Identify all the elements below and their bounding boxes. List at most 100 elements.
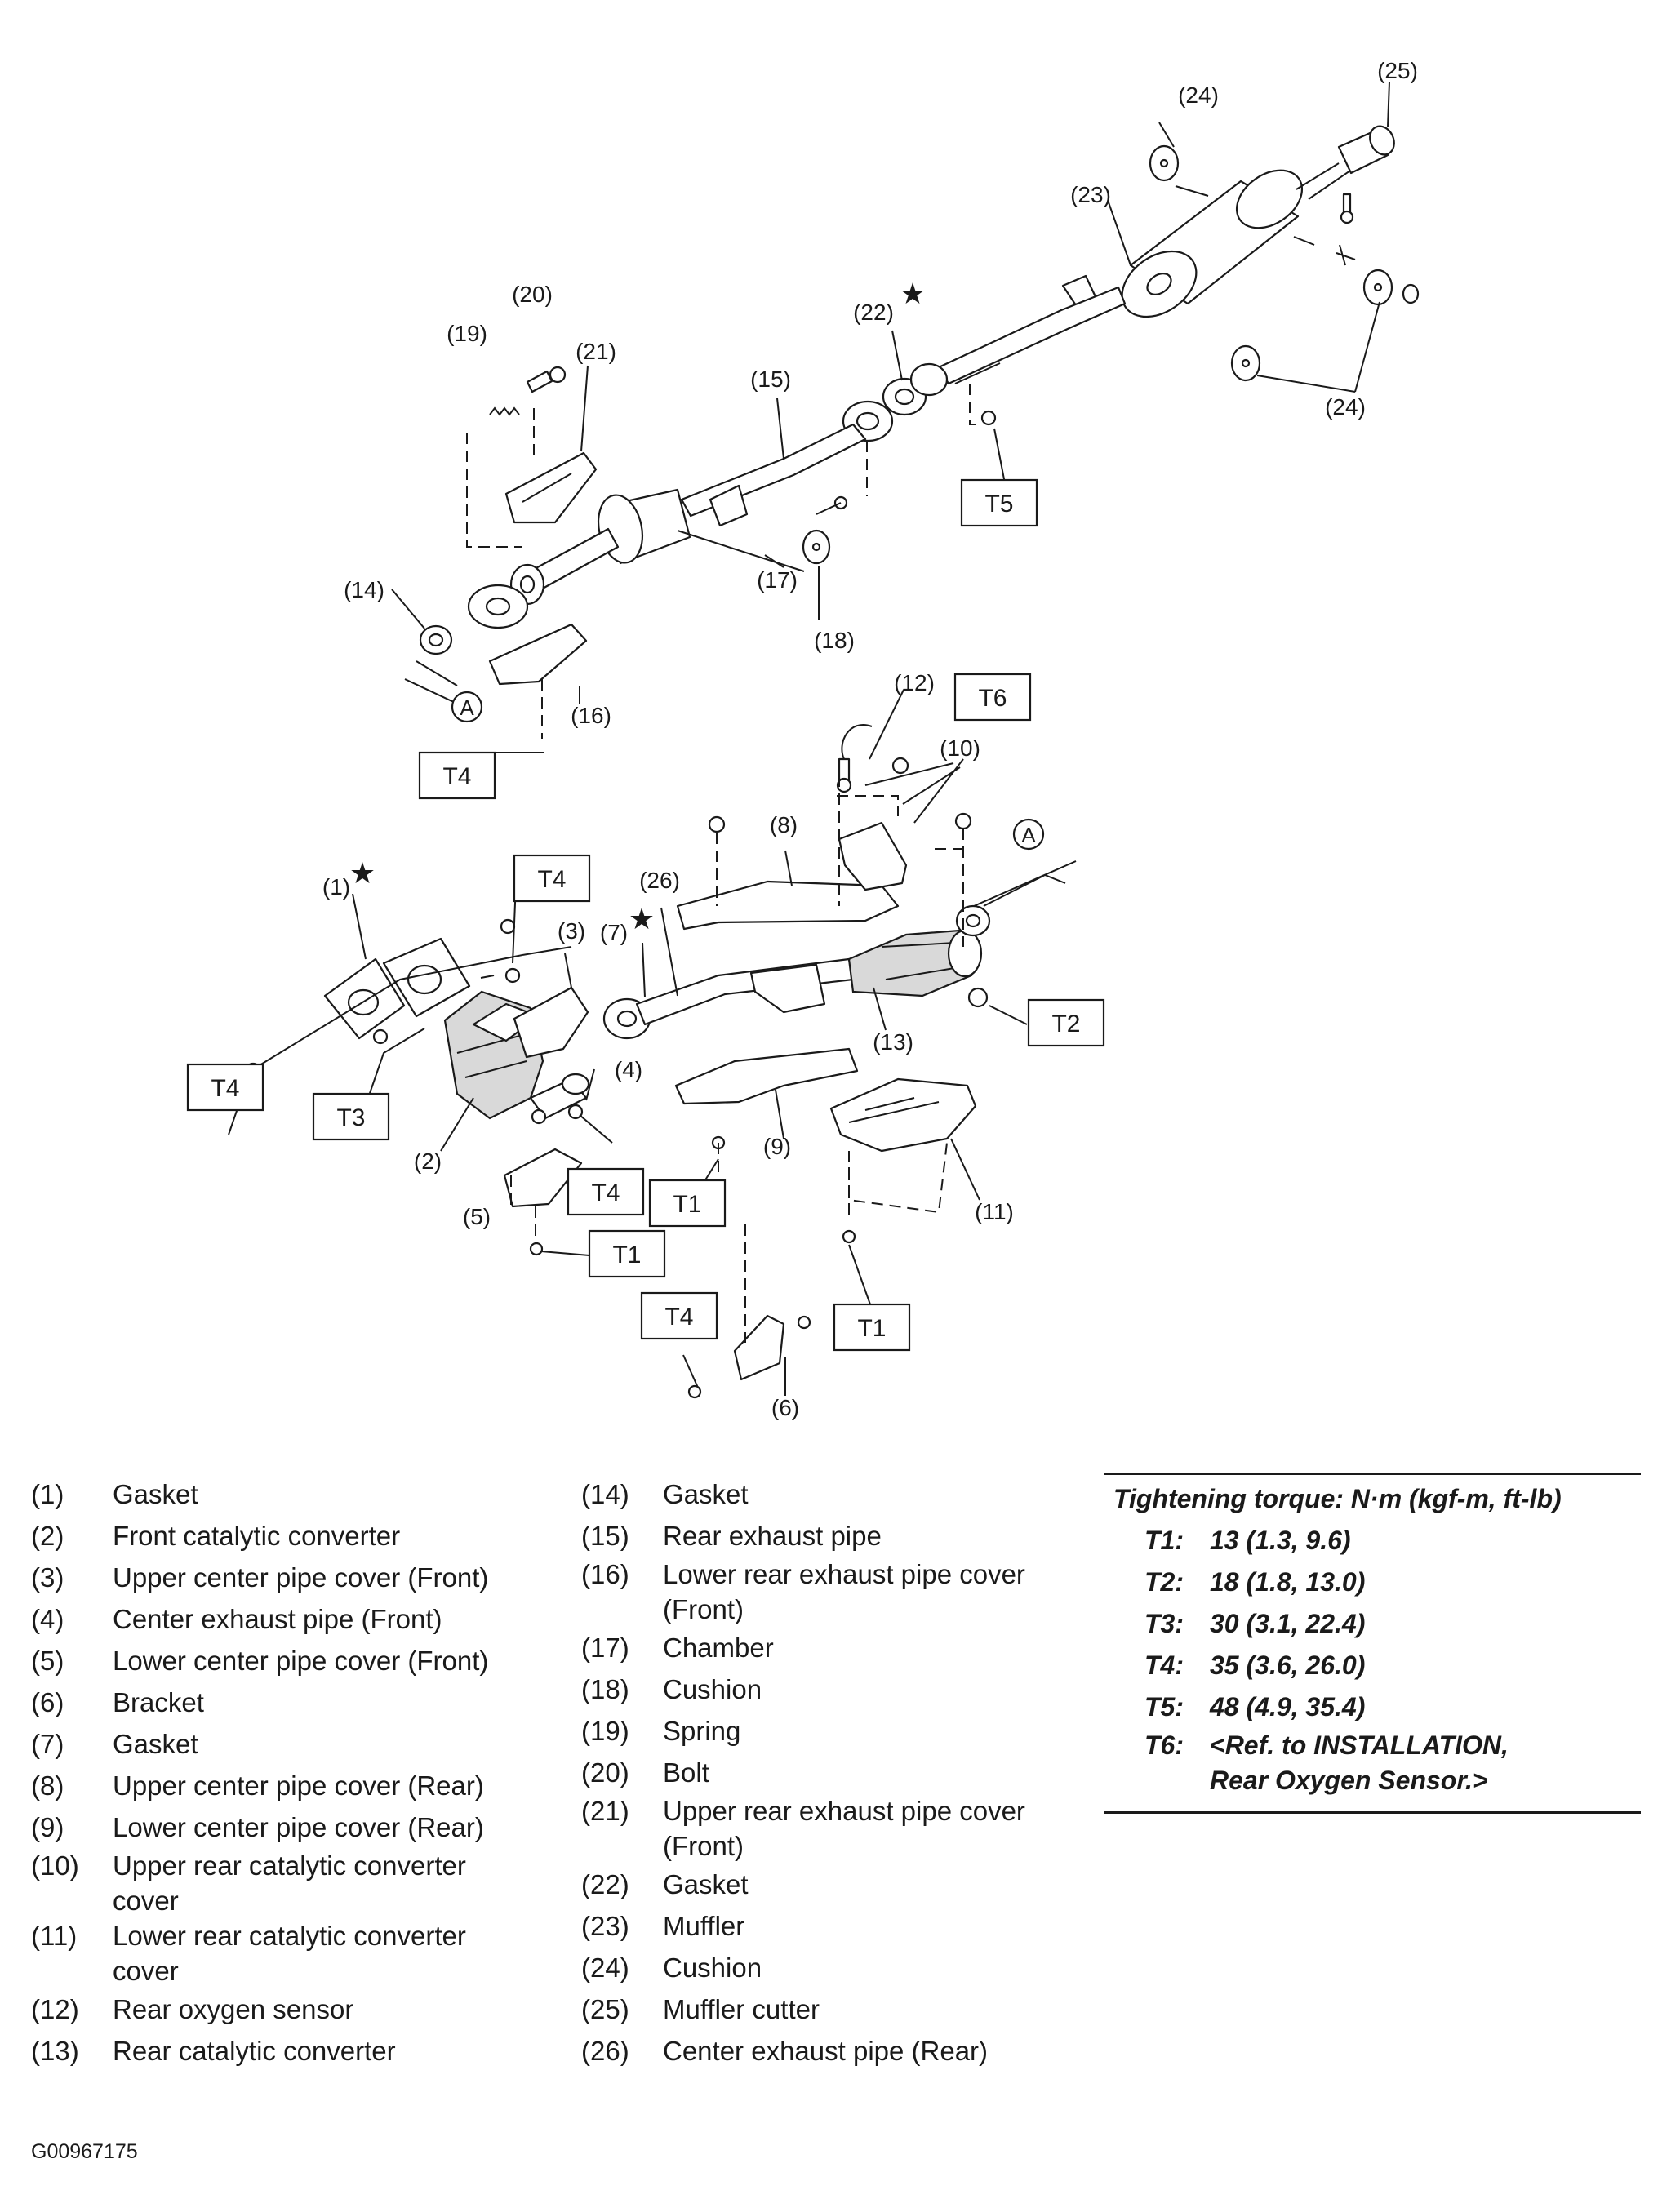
legend-number: (3): [31, 1562, 64, 1593]
torque-box-t4-left: T4: [211, 1075, 239, 1102]
callout-17: (17): [757, 567, 798, 593]
legend-text: Front catalytic converter: [113, 1521, 401, 1551]
legend-number: (7): [31, 1729, 64, 1759]
callout-6: (6): [771, 1395, 799, 1420]
legend-text: Bolt: [663, 1757, 709, 1788]
legend-number: (4): [31, 1604, 64, 1634]
callout-19: (19): [447, 321, 487, 346]
callout-16: (16): [571, 703, 611, 728]
callout-12: (12): [894, 670, 935, 695]
callout-7: (7): [600, 920, 628, 945]
callout-2: (2): [414, 1148, 442, 1174]
legend-row: (18)Cushion: [581, 1668, 1087, 1710]
legend-text: Upper rear catalytic converter cover: [113, 1850, 466, 1916]
star-1: ★: [349, 856, 376, 890]
legend-number: (11): [31, 1921, 78, 1951]
legend-text: Upper center pipe cover (Front): [113, 1562, 489, 1593]
callout-26: (26): [639, 868, 680, 893]
torque-box-t4-low: T4: [664, 1304, 693, 1331]
lower-leader-lines: [228, 689, 1077, 1396]
legend-number: (6): [31, 1687, 64, 1717]
callout-24-top: (24): [1178, 82, 1219, 108]
tightening-torque-panel: Tightening torque: N·m (kgf-m, ft-lb) T1…: [1104, 1473, 1641, 1814]
torque-box-t3: T3: [336, 1104, 365, 1131]
chamber-shape: [598, 484, 805, 572]
legend-text: Rear exhaust pipe: [663, 1521, 882, 1551]
torque-row: T5:48 (4.9, 35.4): [1104, 1686, 1641, 1728]
callout-24-right: (24): [1325, 394, 1366, 420]
legend-text: Spring: [663, 1716, 741, 1746]
legend-row: (19) Spring: [581, 1710, 1087, 1752]
torque-boxes: T5 T4 T6 T4 T2 T4 T3 T4 T1 T1 T4 T1: [186, 478, 1105, 1352]
legend-text: Cushion: [663, 1674, 762, 1704]
rear-catalytic-converter-shape: [847, 904, 991, 997]
callout-labels: (25) (24) (23) (22) ★ (24) (20) (19) (21…: [322, 58, 1418, 1420]
legend-text: Lower center pipe cover (Front): [113, 1646, 489, 1676]
callout-25: (25): [1377, 58, 1418, 83]
rear-exhaust-assembly: [419, 125, 1420, 686]
torque-row: T4:35 (3.6, 26.0): [1104, 1645, 1641, 1686]
legend-row: (21) Upper rear exhaust pipe cover (Front…: [581, 1793, 1087, 1864]
torque-box-t4-top: T4: [442, 763, 471, 790]
legend-text: Gasket: [113, 1479, 198, 1509]
torque-box-t1-mid: T1: [673, 1191, 701, 1218]
legend-number: (10): [31, 1850, 79, 1881]
callout-9: (9): [763, 1134, 791, 1159]
legend-row: (4)Center exhaust pipe (Front): [31, 1598, 537, 1640]
torque-key: T5:: [1144, 1692, 1184, 1721]
torque-value: 30 (3.1, 22.4): [1210, 1609, 1366, 1638]
torque-header: Tightening torque: N·m (kgf-m, ft-lb): [1113, 1484, 1562, 1513]
torque-box-t1-low: T1: [612, 1242, 641, 1268]
callout-18: (18): [814, 628, 855, 653]
torque-row: T1:13 (1.3, 9.6): [1104, 1520, 1641, 1562]
legend-text: Upper center pipe cover (Rear): [113, 1770, 484, 1801]
legend-text: Lower rear catalytic converter cover: [113, 1921, 466, 1986]
legend-text: Gasket: [113, 1729, 198, 1759]
legend-text: Cushion: [663, 1952, 762, 1983]
callout-10: (10): [940, 735, 980, 761]
legend-number: (23): [581, 1911, 629, 1941]
legend-number: (21): [581, 1796, 629, 1826]
callout-22: (22): [853, 300, 894, 325]
legend-row: (12)Rear oxygen sensor: [31, 1988, 537, 2030]
torque-reference-line-1: <Ref. to INSTALLATION,: [1210, 1730, 1509, 1760]
legend-number: (1): [31, 1479, 64, 1509]
exhaust-system-exploded-diagram: (25) (24) (23) (22) ★ (24) (20) (19) (21…: [186, 58, 1420, 1420]
legend-row: (22)Gasket: [581, 1864, 1087, 1905]
legend-number: (15): [581, 1521, 629, 1551]
callout-20: (20): [512, 282, 553, 307]
legend-number: (14): [581, 1479, 629, 1509]
torque-reference-line-2: Rear Oxygen Sensor.>: [1210, 1766, 1488, 1795]
legend-row: (1) Gasket: [31, 1473, 537, 1515]
legend-row: (6)Bracket: [31, 1681, 537, 1723]
legend-row: (8) Upper center pipe cover (Rear): [31, 1765, 537, 1806]
torque-box-t4-upper: T4: [537, 866, 566, 893]
torque-box-t2: T2: [1051, 1011, 1080, 1037]
legend-number: (8): [31, 1770, 64, 1801]
legend-row: (20)Bolt: [581, 1752, 1087, 1793]
torque-key: T1:: [1144, 1526, 1184, 1555]
parts-legend-column-2: (14)Gasket (15)Rear exhaust pipe (16)Low…: [581, 1473, 1087, 2072]
legend-number: (2): [31, 1521, 64, 1551]
callout-23: (23): [1070, 182, 1111, 207]
legend-row: (2) Front catalytic converter: [31, 1515, 537, 1557]
marker-a-top: A: [460, 695, 474, 720]
legend-row: (9)Lower center pipe cover (Rear): [31, 1806, 537, 1848]
legend-number: (5): [31, 1646, 64, 1676]
figure-code: G00967175: [31, 2140, 138, 2163]
callout-13: (13): [873, 1029, 913, 1055]
torque-key: T4:: [1144, 1650, 1184, 1680]
legend-text: Muffler: [663, 1911, 745, 1941]
legend-number: (19): [581, 1716, 629, 1746]
legend-number: (24): [581, 1952, 629, 1983]
legend-text: Upper rear exhaust pipe cover (Front): [663, 1796, 1025, 1861]
upper-leader-lines: [391, 81, 1390, 753]
callout-3: (3): [558, 918, 585, 944]
legend-text: Rear catalytic converter: [113, 2036, 396, 2066]
torque-key: T2:: [1144, 1567, 1184, 1597]
legend-text: Gasket: [663, 1869, 749, 1899]
callout-4: (4): [615, 1057, 642, 1082]
callout-15: (15): [750, 366, 791, 392]
star-22: ★: [900, 277, 926, 310]
legend-text: Rear oxygen sensor: [113, 1994, 354, 2024]
